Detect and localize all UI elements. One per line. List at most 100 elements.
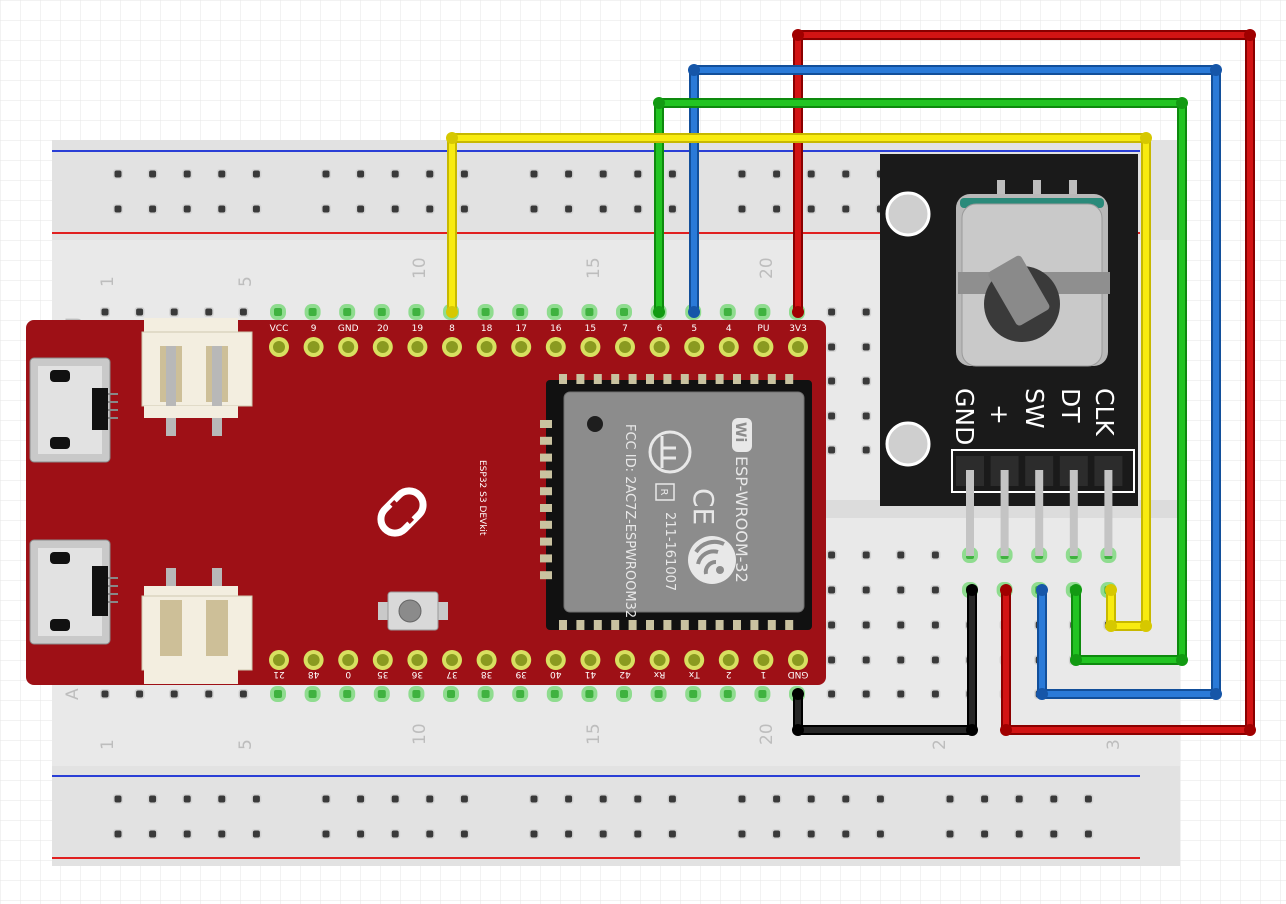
pin-label: 2 xyxy=(726,669,732,679)
pin-pad xyxy=(411,654,424,666)
usb-connector xyxy=(29,539,118,645)
pin-label: 39 xyxy=(515,669,527,679)
rail-hole xyxy=(668,170,676,178)
breadboard-hole xyxy=(343,308,352,316)
rail-hole xyxy=(1015,830,1023,838)
module-pad xyxy=(611,620,620,630)
pin-pad xyxy=(307,341,320,353)
rail-hole xyxy=(876,795,884,803)
pin-pad xyxy=(273,341,285,353)
header-pin xyxy=(966,470,974,556)
breadboard-hole xyxy=(862,690,870,698)
r-mark: R xyxy=(658,489,669,496)
module-markings: Wi ESP-WROOM-32 xyxy=(732,418,752,583)
row-letter: A xyxy=(63,688,83,700)
module-pad xyxy=(785,620,794,630)
module-pad xyxy=(540,571,552,580)
pin-pad xyxy=(307,654,320,666)
wire-bend xyxy=(1176,97,1188,109)
breadboard-hole xyxy=(828,690,836,698)
pin-pad xyxy=(515,341,528,353)
rail-hole xyxy=(530,795,538,803)
rail-hole xyxy=(426,205,434,213)
module-dot xyxy=(587,416,603,432)
wire-3v3 xyxy=(793,30,1255,735)
wire-bend xyxy=(1000,584,1012,596)
jst-connector xyxy=(141,568,253,684)
breadboard-hole xyxy=(828,551,836,559)
rail-hole xyxy=(946,830,954,838)
pin-label: 42 xyxy=(619,669,630,679)
reset-button xyxy=(378,591,448,631)
row-letter: J xyxy=(63,317,83,323)
wire-bend xyxy=(1000,724,1012,736)
rail-hole xyxy=(1084,830,1092,838)
breadboard-hole xyxy=(447,690,455,698)
pin-label: 36 xyxy=(411,669,423,679)
pin-pad xyxy=(584,654,597,666)
breadboard-hole xyxy=(101,308,109,316)
rail-hole xyxy=(565,170,573,178)
module-pad xyxy=(540,537,552,546)
wire-bend xyxy=(653,97,665,109)
rail-hole xyxy=(738,205,746,213)
pin-label: Rx xyxy=(653,669,665,679)
pin-label: 20 xyxy=(377,324,389,334)
breadboard-hole xyxy=(136,308,144,316)
module-pad xyxy=(698,620,707,630)
wire-bend xyxy=(966,584,978,596)
rail-hole xyxy=(426,795,434,803)
wifi-badge: Wi xyxy=(732,422,748,442)
breadboard-hole xyxy=(828,412,836,420)
breadboard-hole xyxy=(308,690,317,698)
breadboard-hole xyxy=(274,690,282,698)
rail-hole xyxy=(599,205,607,213)
pin-label: Tx xyxy=(688,669,700,679)
rail-hole xyxy=(842,205,850,213)
module-pad xyxy=(733,620,741,630)
pin-pad xyxy=(549,341,562,353)
column-number: 10 xyxy=(410,257,430,279)
rail-hole xyxy=(599,795,607,803)
rail-hole xyxy=(599,830,607,838)
pin-pad xyxy=(480,341,493,353)
rail-hole xyxy=(807,795,815,803)
breadboard-hole xyxy=(205,690,213,698)
pin-label: 41 xyxy=(585,669,596,679)
breadboard-hole xyxy=(931,656,939,664)
pin-label: 9 xyxy=(311,324,317,334)
pin-pad xyxy=(342,654,355,666)
rail-hole xyxy=(530,170,538,178)
breadboard-hole xyxy=(620,308,628,316)
module-pad xyxy=(680,620,689,630)
rail-hole xyxy=(322,170,330,178)
wire-bend xyxy=(1244,724,1256,736)
module-pad xyxy=(593,374,602,384)
rail-hole xyxy=(530,205,538,213)
rail-hole xyxy=(634,170,642,178)
breadboard-hole xyxy=(862,377,870,385)
breadboard-hole xyxy=(585,308,594,316)
pin-pad xyxy=(446,341,458,353)
rail-hole xyxy=(322,205,330,213)
encoder-label-gnd: GND xyxy=(950,388,979,445)
wire-bend xyxy=(792,724,804,736)
rail-hole xyxy=(668,205,676,213)
pin-label: 3V3 xyxy=(789,324,807,334)
rail-hole xyxy=(842,830,850,838)
rail-hole xyxy=(322,830,330,838)
rail-hole xyxy=(807,170,815,178)
module-pad xyxy=(750,374,759,384)
breadboard-hole xyxy=(377,690,386,698)
wire-bend xyxy=(653,306,665,318)
breadboard-hole xyxy=(897,656,905,664)
rail-hole xyxy=(357,170,365,178)
column-number: 20 xyxy=(757,257,777,279)
module-pad xyxy=(540,487,552,496)
pin-label: PU xyxy=(757,324,769,334)
breadboard-hole xyxy=(828,446,836,454)
wire-bend xyxy=(688,306,700,318)
module-pad xyxy=(540,504,552,512)
module-pad xyxy=(576,374,585,384)
